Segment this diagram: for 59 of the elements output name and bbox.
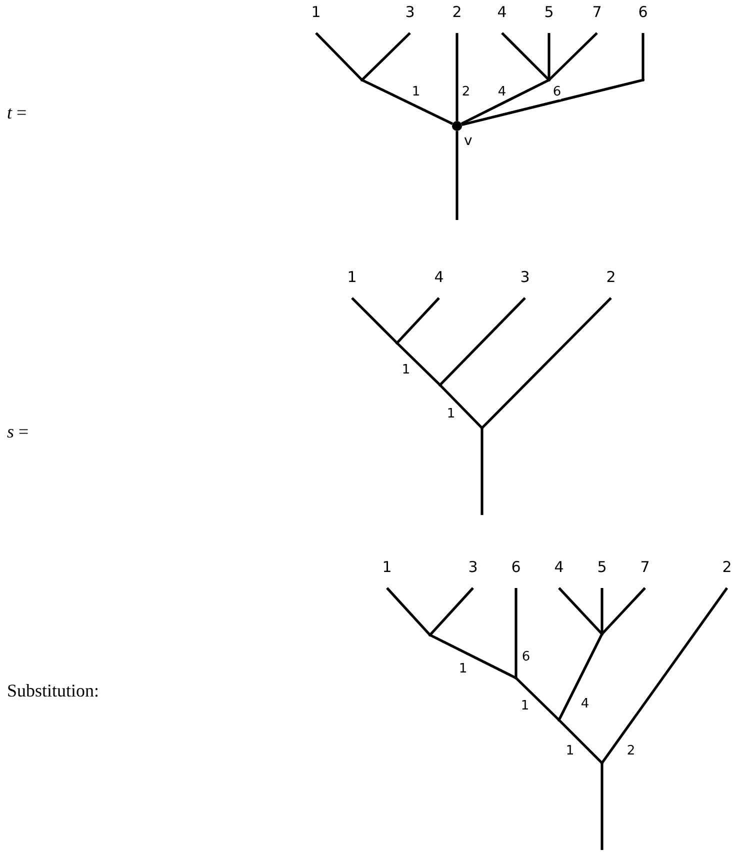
leaf-label: 5 [544, 3, 554, 21]
tree-edge [600, 588, 604, 634]
tree-edge [600, 587, 728, 764]
edge-label: 6 [552, 84, 562, 100]
tree-edge [514, 588, 518, 678]
tree-edge [439, 297, 526, 386]
leaf-label: 4 [434, 268, 444, 286]
tree-edge [558, 719, 603, 764]
tree-edge [351, 297, 398, 344]
leaf-label: 1 [347, 268, 357, 286]
junction-point [548, 78, 550, 82]
tree-edge [439, 384, 483, 429]
tree-edge [481, 297, 612, 429]
leaf-label: 7 [592, 3, 602, 21]
leaf-label: 1 [311, 3, 321, 21]
leaf-label: 2 [722, 558, 732, 576]
tree-caption: Substitution: [7, 680, 100, 702]
leaf-label: 3 [468, 558, 478, 576]
tree-edge [315, 32, 363, 81]
tree-edge [558, 633, 604, 721]
tree-edge [548, 33, 550, 80]
leaf-label: 7 [640, 558, 650, 576]
vertex-dot [452, 121, 462, 131]
leaf-label: 6 [511, 558, 521, 576]
junction-point [360, 78, 364, 82]
leaf-label: 3 [405, 3, 415, 21]
tree-edge [361, 78, 454, 125]
leaf-label: 2 [606, 268, 616, 286]
tree-edge [429, 634, 517, 680]
tree-edge [456, 33, 458, 121]
leaf-label: 2 [452, 3, 462, 21]
leaf-label: 1 [382, 558, 392, 576]
tree-edge [501, 32, 550, 81]
tree-edge [515, 677, 560, 721]
junction-point [514, 676, 518, 680]
leaf-label: 5 [597, 558, 607, 576]
tree-edge [548, 32, 598, 81]
junction-point [642, 78, 644, 82]
tree-edge [456, 131, 458, 220]
tree-edge [642, 33, 644, 80]
tree-edge [480, 428, 484, 515]
tree-edge [601, 587, 646, 635]
tree-edge [558, 587, 603, 635]
tree-caption: s = [7, 422, 29, 442]
tree-edge [386, 587, 431, 636]
tree-edge [429, 587, 474, 636]
tree-edge [600, 763, 604, 850]
tree-edge [462, 78, 644, 126]
leaf-label: 3 [520, 268, 530, 286]
tree-edge [460, 78, 550, 125]
leaf-label: 4 [497, 3, 507, 21]
tree-edge [396, 342, 441, 386]
tree-edge [361, 32, 411, 81]
leaf-label: 4 [554, 558, 564, 576]
junction-point [428, 634, 432, 636]
vertex-label: v [464, 133, 472, 149]
leaf-label: 6 [638, 3, 648, 21]
tree-caption: t = [7, 102, 27, 124]
tree-edge [396, 297, 440, 344]
